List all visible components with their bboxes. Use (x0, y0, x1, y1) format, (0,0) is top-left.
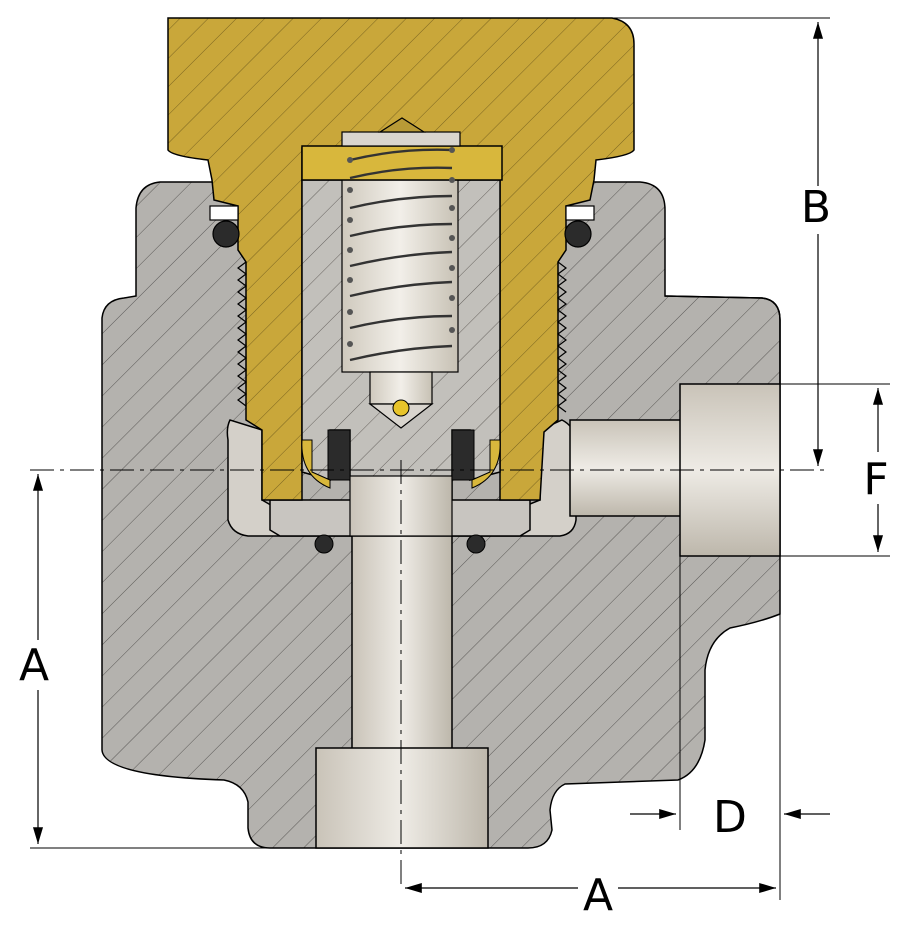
seat-o-ring-right-icon (466, 534, 486, 554)
brass-lip-right (471, 439, 501, 489)
spring-icon (349, 148, 453, 362)
seal-left-icon (327, 429, 351, 481)
brass-lip-left (301, 439, 331, 489)
o-ring-right-icon (564, 220, 592, 248)
poppet-stem (369, 371, 433, 405)
side-port-boss (664, 295, 781, 384)
dimension-label-a-horizontal: A (583, 870, 613, 921)
thread-left (237, 261, 247, 407)
spring-cavity (341, 179, 459, 373)
retainer-tip (377, 117, 427, 133)
dimension-label-f: F (863, 454, 888, 505)
extension-lines (30, 17, 890, 900)
seal-right-icon (451, 429, 475, 481)
dimension-label-d: D (713, 792, 747, 843)
seat-o-ring-left-icon (314, 534, 334, 554)
dimension-label-b: B (801, 182, 831, 233)
backup-ring-right (565, 205, 595, 221)
spring-coil-ends (347, 147, 455, 347)
backup-ring-left (209, 205, 239, 221)
o-ring-left-icon (212, 220, 240, 248)
ball-icon (392, 399, 410, 417)
bottom-port-counterbore (315, 747, 489, 849)
dimension-label-a-vertical: A (19, 640, 49, 691)
retainer-top-plate (341, 131, 461, 147)
side-bore-small (569, 419, 683, 517)
thread-right (557, 261, 567, 413)
